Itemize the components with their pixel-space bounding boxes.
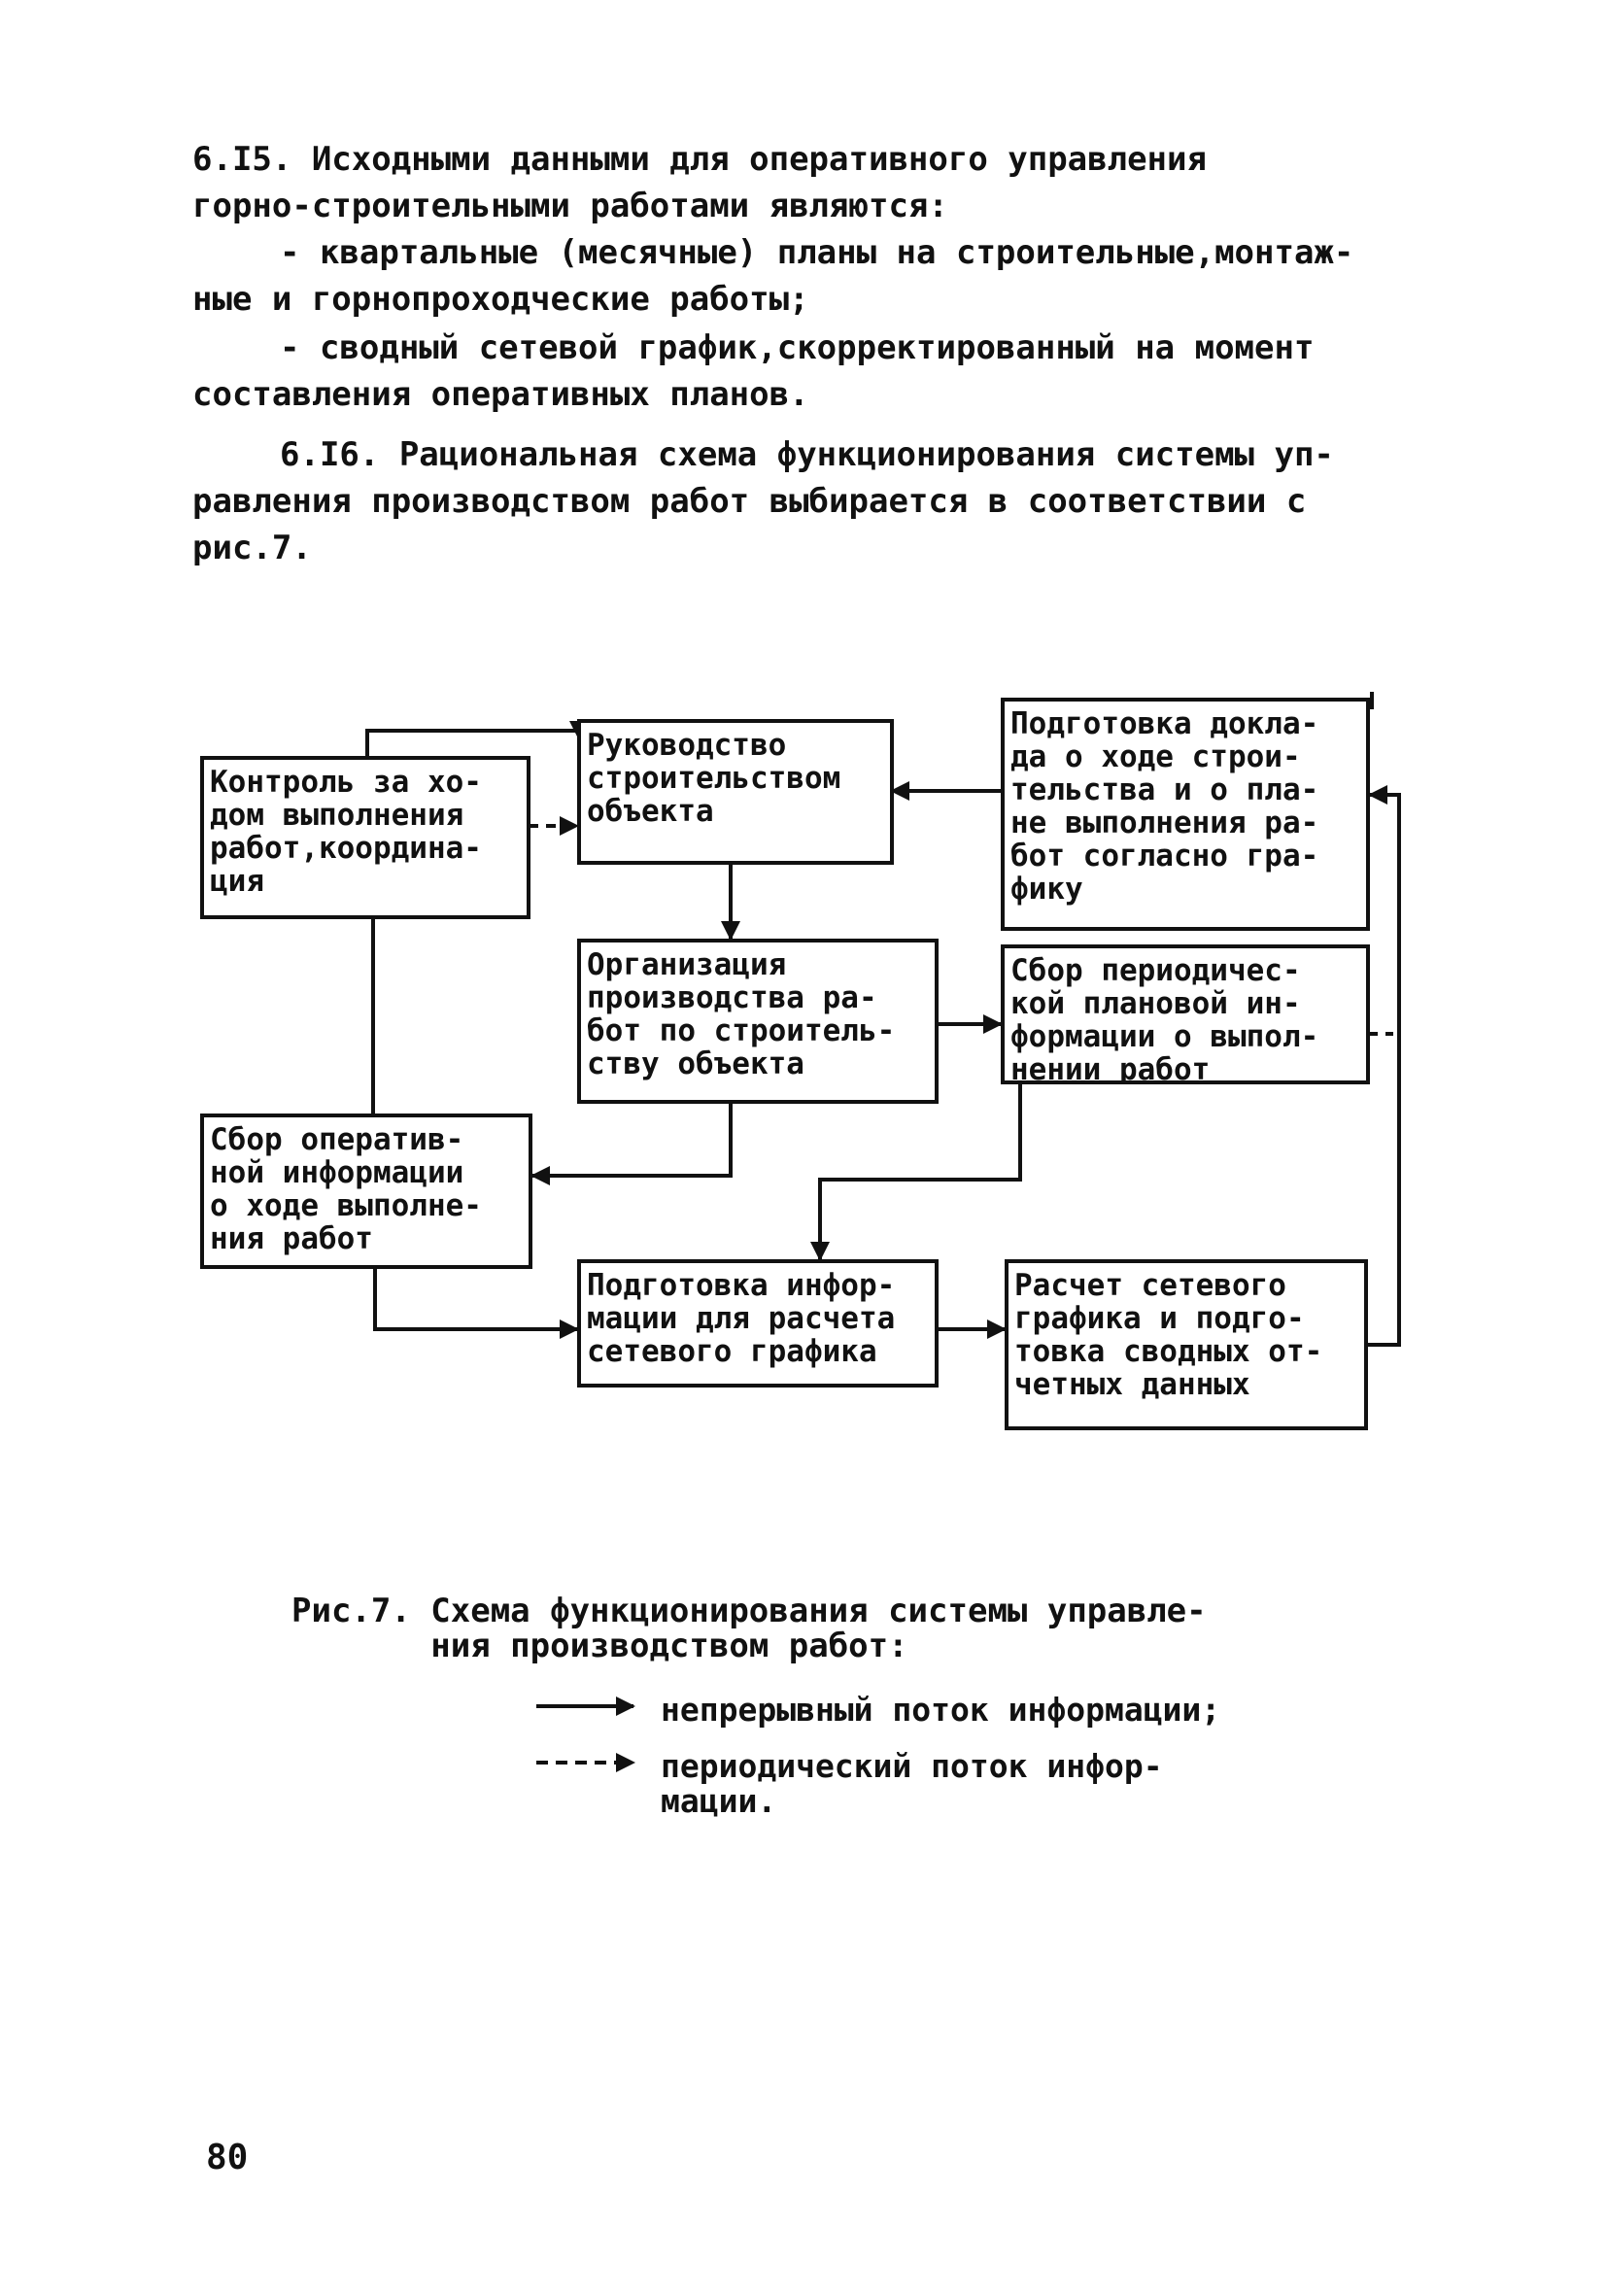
box-periodic-info-collection: Сбор периодичес- кой плановой ин- формац… bbox=[1001, 944, 1370, 1084]
arrow-organization-to-operative bbox=[530, 1104, 733, 1185]
legend-periodic: периодический поток инфор- мации. bbox=[532, 1749, 1302, 1819]
box-network-info-preparation: Подготовка инфор- мации для расчета сете… bbox=[577, 1259, 939, 1388]
arrow-control-to-management-top bbox=[365, 721, 589, 756]
arrow-periodic-to-prepare bbox=[810, 1084, 1022, 1261]
solid-arrow-icon bbox=[536, 1696, 635, 1716]
list-item-network-schedule: - сводный сетевой график,скорректированн… bbox=[192, 328, 1315, 414]
arrow-operative-to-prepare bbox=[373, 1269, 579, 1339]
box-control-coordination: Контроль за хо- дом выполнения работ,коо… bbox=[200, 756, 530, 919]
box-operative-info-collection: Сбор оператив- ной информации о ходе вып… bbox=[200, 1114, 532, 1269]
paragraph-6-15: 6.I5. Исходными данными для оперативного… bbox=[192, 140, 1207, 225]
box-construction-management: Руководство строительством объекта bbox=[577, 719, 894, 865]
legend-periodic-label: периодический поток инфор- мации. bbox=[661, 1747, 1163, 1820]
figure-caption: Рис.7. Схема функционирования системы уп… bbox=[291, 1592, 1207, 1665]
list-item-quarterly-plans: - квартальные (месячные) планы на строит… bbox=[192, 233, 1354, 319]
box-network-calculation: Расчет сетевого графика и подго- товка с… bbox=[1005, 1259, 1368, 1430]
legend-continuous-label: непрерывный поток информации; bbox=[661, 1691, 1221, 1729]
arrow-calculation-to-report bbox=[1368, 785, 1401, 1347]
box-progress-report: Подготовка докла- да о ходе строи- тельс… bbox=[1001, 698, 1370, 931]
box-work-organization: Организация производства ра- бот по стро… bbox=[577, 939, 939, 1104]
legend-continuous: непрерывный поток информации; bbox=[532, 1693, 1302, 1728]
paragraph-6-16: 6.I6. Рациональная схема функционировани… bbox=[192, 435, 1334, 567]
page-number: 80 bbox=[206, 2138, 249, 2177]
dashed-arrow-icon bbox=[536, 1753, 635, 1772]
